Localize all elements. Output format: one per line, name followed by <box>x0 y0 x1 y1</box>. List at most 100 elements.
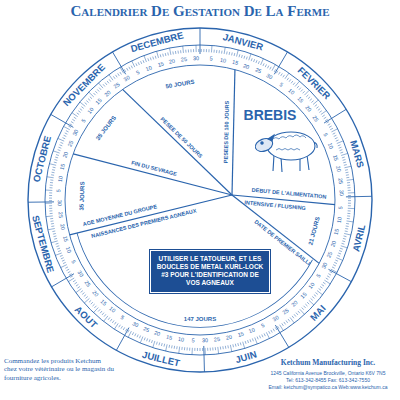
day-tick <box>289 79 291 81</box>
day-tick <box>284 322 286 324</box>
day-tick <box>301 89 303 91</box>
day-tick <box>56 245 59 247</box>
day-tick <box>212 347 213 350</box>
sheep-ear <box>268 135 274 141</box>
day-tick <box>264 333 265 336</box>
day-tick <box>53 233 56 235</box>
day-tick <box>347 213 350 214</box>
day-tick <box>81 291 83 293</box>
day-tick <box>60 142 63 143</box>
day-number: 25 <box>326 251 333 259</box>
day-tick <box>321 111 327 115</box>
day-tick <box>347 179 354 181</box>
day-tick <box>245 341 247 344</box>
day-tick <box>297 86 299 88</box>
day-tick <box>175 51 176 54</box>
day-tick <box>171 345 173 348</box>
day-tick <box>58 150 61 151</box>
day-tick <box>222 346 223 349</box>
day-tick <box>344 166 351 168</box>
day-tick <box>293 83 295 85</box>
day-number: 20 <box>153 331 161 338</box>
day-tick <box>104 314 106 316</box>
day-tick <box>221 51 222 54</box>
day-tick <box>339 147 342 148</box>
day-tick <box>144 55 147 62</box>
day-number: 15 <box>300 291 308 299</box>
day-tick <box>140 337 143 343</box>
day-tick <box>247 340 249 343</box>
day-tick <box>342 157 345 159</box>
day-number: 10 <box>327 142 334 150</box>
footer-text: 1245 California Avenue Brockville, Ontar… <box>258 370 398 376</box>
day-tick <box>50 218 53 219</box>
month-divider <box>52 274 74 287</box>
day-tick <box>343 238 346 240</box>
day-tick <box>152 57 154 60</box>
day-tick <box>309 300 314 305</box>
day-tick <box>54 162 57 164</box>
day-tick <box>348 200 351 201</box>
day-tick <box>71 122 74 124</box>
day-tick <box>163 344 165 347</box>
event-label: PESEE DE 50 JOURS <box>159 117 203 160</box>
day-number: 5 <box>338 206 344 209</box>
day-tick <box>172 51 174 54</box>
day-tick <box>303 91 305 93</box>
day-tick <box>304 306 306 308</box>
period-label: 35 JOURS <box>95 115 117 142</box>
day-tick <box>334 135 337 136</box>
day-tick <box>231 52 233 55</box>
day-tick <box>237 343 239 346</box>
day-tick <box>340 248 343 250</box>
day-tick <box>243 56 245 59</box>
day-tick <box>280 325 284 331</box>
day-tick <box>329 126 332 127</box>
day-tick <box>90 97 92 99</box>
day-tick <box>220 347 221 350</box>
day-number: 15 <box>334 228 341 235</box>
day-number: 10 <box>220 58 227 64</box>
ring-circle <box>28 28 372 372</box>
sheep-body <box>267 132 315 160</box>
day-tick <box>316 107 318 109</box>
day-tick <box>150 57 152 60</box>
day-tick <box>200 348 201 351</box>
month-divider <box>200 28 201 54</box>
sheep-leg <box>307 155 309 170</box>
day-tick <box>98 83 103 88</box>
day-tick <box>151 340 153 343</box>
day-number: 30 <box>265 73 273 81</box>
day-tick <box>114 322 116 324</box>
day-tick <box>77 113 79 115</box>
day-tick <box>139 336 140 339</box>
day-number: 25 <box>142 326 150 333</box>
day-tick <box>340 152 343 154</box>
day-tick <box>241 55 243 58</box>
day-tick <box>48 228 55 229</box>
day-tick <box>141 61 142 64</box>
day-tick <box>243 342 245 349</box>
day-number: 20 <box>225 335 232 342</box>
day-tick <box>118 73 120 76</box>
day-tick <box>310 99 312 101</box>
day-tick <box>258 61 259 64</box>
day-tick <box>315 293 317 295</box>
day-number: 15 <box>59 163 66 170</box>
day-tick <box>343 159 346 161</box>
day-tick <box>49 210 52 211</box>
sheep-illustration <box>253 132 317 172</box>
day-tick <box>176 346 177 349</box>
day-number: 20 <box>91 290 99 298</box>
day-tick <box>49 205 52 206</box>
day-tick <box>73 280 76 282</box>
day-number: 30 <box>72 129 80 137</box>
day-tick <box>207 348 208 351</box>
day-number: 10 <box>108 306 116 314</box>
day-tick <box>114 323 118 329</box>
day-number: 10 <box>145 65 153 72</box>
day-tick <box>80 109 82 111</box>
day-tick <box>348 192 355 193</box>
day-tick <box>347 182 350 183</box>
day-tick <box>319 289 321 291</box>
